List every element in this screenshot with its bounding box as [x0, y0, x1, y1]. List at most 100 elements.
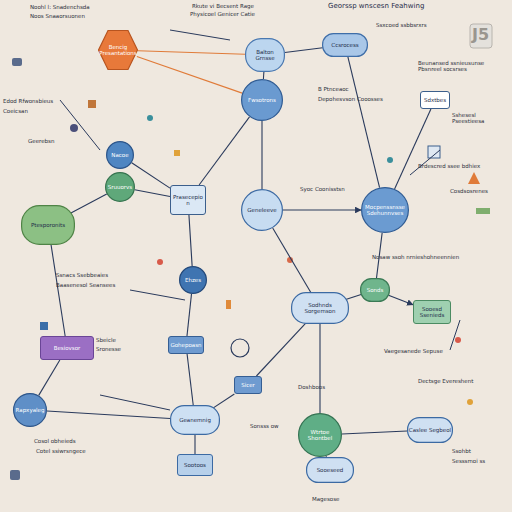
connector-line: [273, 228, 311, 293]
annotation-label: Edod Rfwonsbieus: [3, 98, 73, 104]
node-text: Sicer: [240, 382, 256, 388]
leader-line: [170, 30, 230, 40]
icon: [70, 124, 78, 132]
blob-outline: [408, 418, 453, 443]
icon: [455, 337, 461, 343]
annotation-label: Cotel ssiwrsngece: [36, 448, 106, 454]
node-text: Bencig Presantations: [98, 44, 138, 56]
icon: [157, 259, 163, 265]
rounded-blob-node: Caslee Segbeol: [407, 417, 453, 443]
node-text: Ptesporonits: [30, 222, 66, 228]
connector-line: [39, 360, 60, 395]
rounded-blob-node: Ptesporonits: [21, 205, 75, 245]
process-box: Besiovsor: [40, 336, 94, 360]
annotation-label: Syoc Coonisstsn: [300, 186, 370, 192]
leader-line: [410, 150, 440, 175]
circle-outline: [106, 173, 135, 202]
node-text: Rapxyaleg: [15, 407, 46, 413]
logo-tile: [470, 24, 492, 48]
ring-symbol: [231, 339, 249, 357]
node-text: Fwsotrons: [247, 97, 277, 103]
hexagon-node: Bencig Presantations: [98, 30, 138, 70]
connector-line: [395, 109, 431, 189]
circle-outline: [107, 142, 134, 169]
node-text: Balton Grnsse: [245, 49, 285, 61]
annotation-label: Noos Snaaorsuonen: [30, 13, 140, 19]
node-text: Geneleeve: [246, 207, 277, 213]
connector-line: [212, 394, 235, 409]
annotation-label: Baasenesol Seansees: [56, 282, 136, 288]
rounded-blob-node: Geanemnig: [170, 405, 220, 435]
node-text: Sonds: [366, 287, 385, 293]
icon: [88, 100, 96, 108]
connector-line: [283, 209, 361, 210]
annotation-label: Noohl l: Snadenchsda: [30, 4, 140, 10]
annotation-label: Doshboos: [298, 384, 358, 390]
rounded-blob-node: Sonds: [360, 278, 390, 302]
annotation-label: Sesssmoi ss: [452, 458, 507, 464]
connector-line: [348, 57, 380, 188]
connector-line: [187, 354, 193, 405]
process-box: Sootoos: [177, 454, 213, 476]
process-box: Sdxtbes: [420, 91, 450, 109]
connector-line: [51, 245, 65, 336]
node-text: Besiovsor: [53, 345, 82, 351]
circle-node: Geneleeve: [241, 189, 283, 231]
hexagon-outline: [99, 31, 138, 70]
annotation-label: Dectsge Evereshent: [418, 378, 508, 384]
icon: [468, 172, 480, 184]
scattered-icons: [10, 24, 492, 480]
circle-node: Fwsotrons: [241, 79, 283, 121]
annotation-label: Nosaw ssoh nrnieshohneennien: [372, 254, 482, 260]
connector-line: [47, 411, 170, 418]
circle-node: Rapxyaleg: [13, 393, 47, 427]
annotation-label: Vaegesanede Sepuse: [384, 348, 474, 354]
connector-line: [263, 72, 265, 79]
circle-outline: [362, 188, 409, 233]
process-box: Sicer: [234, 376, 262, 394]
connector-line: [138, 51, 245, 55]
annotation-label: Ssxcoed ssbbsrxrs: [376, 22, 456, 28]
node-text: Sootoos: [183, 462, 207, 468]
circle-outline: [299, 414, 342, 457]
icon: [147, 115, 153, 121]
circle-node: Ehzes: [179, 266, 207, 294]
blob-outline: [307, 458, 354, 483]
process-box: Sooesd Ssenieds: [413, 300, 451, 324]
icon: [174, 150, 180, 156]
connector-line: [132, 163, 170, 188]
connector-line: [285, 48, 323, 53]
circle-node: Sruuorvs: [105, 172, 135, 202]
connector-line: [187, 294, 192, 336]
circle-node: Wtrtoe Shontbel: [298, 413, 342, 457]
leader-line: [130, 290, 185, 300]
annotation-label: Magesose: [312, 496, 372, 502]
process-box: Prasecepion: [170, 185, 206, 215]
connector-line: [194, 435, 195, 454]
icon: [10, 470, 20, 480]
leader-line: [450, 320, 460, 350]
icon: [12, 58, 22, 66]
annotation-label: Geerebsn: [28, 138, 88, 144]
node-text: Mocpenssnsse Sdehunnvses: [361, 204, 409, 216]
blob-outline: [171, 406, 220, 435]
node-text: Sodhnds Sorgemson: [291, 302, 349, 314]
icon: [226, 300, 231, 309]
annotation-label: Rkute vi Becsent Rage: [192, 3, 302, 9]
connector-line: [256, 322, 306, 376]
connector-line: [137, 57, 242, 94]
connector-line: [389, 295, 413, 304]
connector-line: [135, 190, 170, 197]
blob-outline: [292, 293, 349, 324]
blob-outline: [246, 39, 285, 72]
connector-line: [261, 121, 262, 189]
annotation-label: Sshesesl Pseestieesa: [452, 112, 510, 125]
logo-text: J5: [472, 26, 492, 44]
icon: [387, 157, 393, 163]
annotation-label: Sonsss ow: [250, 423, 300, 429]
circle-node: Mocpenssnsse Sdehunnvses: [361, 187, 409, 233]
icon: [40, 322, 48, 330]
annotation-label: B Ptnceaoc: [318, 86, 378, 92]
circle-outline: [242, 190, 283, 231]
leader-line: [60, 100, 100, 150]
